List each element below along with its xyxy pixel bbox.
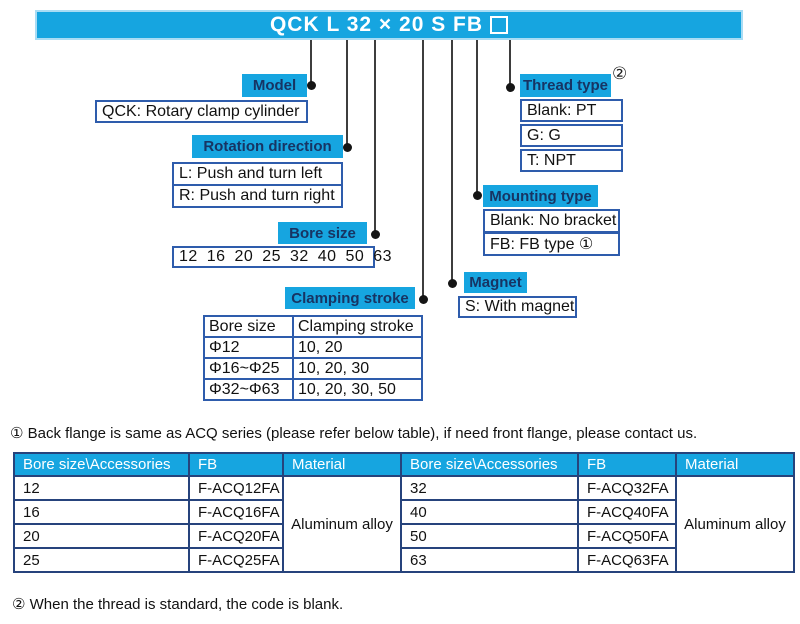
accessories-row: 12 F-ACQ12FA Aluminum alloy 32 F-ACQ32FA…	[13, 475, 795, 573]
clamping-row: Φ32~Φ63 10, 20, 30, 50	[203, 378, 423, 401]
accessories-row: 20 F-ACQ20FA 50 F-ACQ50FA	[13, 523, 794, 549]
connector-line-clamping	[422, 40, 424, 299]
rotation-direction-label-text: Rotation direction	[203, 138, 332, 155]
clamping-stroke-cell: 10, 20, 30	[292, 357, 423, 380]
bore-cell: 12	[13, 475, 190, 501]
connector-dot-mounting	[473, 191, 482, 200]
connector-dot-model	[307, 81, 316, 90]
rotation-option-left: L: Push and turn left	[172, 162, 343, 186]
magnet-label: Magnet	[464, 272, 527, 293]
footnote-2: ② When the thread is standard, the code …	[12, 596, 344, 613]
bore-size-values-text: 12 16 20 25 32 40 50 63	[179, 248, 392, 265]
fb-cell: F-ACQ20FA	[188, 523, 284, 549]
thread-option-pt: Blank: PT	[520, 99, 623, 122]
model-value-text: QCK: Rotary clamp cylinder	[102, 102, 300, 120]
mounting-type-label: Mounting type	[483, 185, 598, 207]
fb-cell: F-ACQ32FA	[577, 475, 677, 501]
fb-cell: F-ACQ63FA	[577, 547, 677, 573]
clamping-header-row: Bore size Clamping stroke	[203, 315, 423, 338]
accessories-header: Bore size\Accessories	[13, 452, 190, 477]
rotation-option-right-text: R: Push and turn right	[179, 187, 335, 204]
clamping-stroke-table: Bore size Clamping stroke Φ12 10, 20 Φ16…	[203, 315, 423, 401]
mounting-option-blank-text: Blank: No bracket	[490, 212, 617, 229]
thread-type-label-text: Thread type	[522, 77, 609, 94]
bore-size-label-text: Bore size	[289, 224, 356, 242]
clamping-bore-cell: Φ32~Φ63	[203, 378, 294, 401]
bore-size-label: Bore size	[278, 222, 367, 244]
clamping-row: Φ16~Φ25 10, 20, 30	[203, 357, 423, 380]
connector-dot-bore	[371, 230, 380, 239]
fb-cell: F-ACQ25FA	[188, 547, 284, 573]
clamping-bore-cell: Φ12	[203, 336, 294, 359]
accessories-row: 16 F-ACQ16FA 40 F-ACQ40FA	[13, 499, 794, 525]
rotation-option-right: R: Push and turn right	[172, 184, 343, 208]
bore-cell: 16	[13, 499, 190, 525]
fb-cell: F-ACQ16FA	[188, 499, 284, 525]
connector-dot-thread	[506, 83, 515, 92]
connector-dot-clamping	[419, 295, 428, 304]
blank-code-placeholder-box	[490, 16, 509, 34]
connector-line-model	[310, 40, 312, 85]
thread-option-g: G: G	[520, 124, 623, 147]
accessories-row: 25 F-ACQ25FA 63 F-ACQ63FA	[13, 547, 794, 573]
ordering-code-bar: QCK L 32 × 20 S FB	[35, 10, 743, 40]
connector-line-magnet	[451, 40, 453, 283]
magnet-value-box: S: With magnet	[458, 296, 577, 318]
model-value-box: QCK: Rotary clamp cylinder	[95, 100, 308, 123]
connector-line-rotation	[346, 40, 348, 147]
bore-cell: 32	[400, 475, 579, 501]
bore-cell: 25	[13, 547, 190, 573]
clamping-stroke-cell: 10, 20, 30, 50	[292, 378, 423, 401]
bore-cell: 50	[400, 523, 579, 549]
accessories-table: Bore size\Accessories FB Material Bore s…	[13, 452, 795, 573]
connector-dot-rotation	[343, 143, 352, 152]
bore-size-values-box: 12 16 20 25 32 40 50 63	[172, 246, 392, 268]
thread-type-label: Thread type	[520, 74, 611, 97]
clamping-header-stroke: Clamping stroke	[292, 315, 423, 338]
fb-cell: F-ACQ50FA	[577, 523, 677, 549]
connector-line-thread	[509, 40, 511, 87]
rotation-option-left-text: L: Push and turn left	[179, 165, 323, 182]
fb-cell: F-ACQ40FA	[577, 499, 677, 525]
rotation-direction-label: Rotation direction	[192, 135, 343, 158]
fb-cell: F-ACQ12FA	[188, 475, 284, 501]
material-cell: Aluminum alloy	[675, 475, 795, 573]
ordering-code-text: QCK L 32 × 20 S FB	[269, 13, 484, 36]
mounting-type-label-text: Mounting type	[489, 187, 592, 205]
magnet-label-text: Magnet	[469, 274, 522, 291]
material-cell: Aluminum alloy	[282, 475, 402, 573]
clamping-row: Φ12 10, 20	[203, 336, 423, 359]
connector-line-bore	[374, 40, 376, 234]
connector-line-mounting	[476, 40, 478, 195]
mounting-option-fb-text: FB: FB type ①	[490, 236, 594, 253]
accessories-header: Bore size\Accessories	[400, 452, 579, 477]
bore-cell: 40	[400, 499, 579, 525]
mounting-option-blank: Blank: No bracket	[483, 209, 620, 233]
bore-cell: 20	[13, 523, 190, 549]
thread-option-pt-text: Blank: PT	[527, 101, 597, 119]
bore-cell: 63	[400, 547, 579, 573]
mounting-option-fb: FB: FB type ①	[483, 232, 620, 256]
accessories-header-row: Bore size\Accessories FB Material Bore s…	[13, 452, 795, 477]
clamping-bore-cell: Φ16~Φ25	[203, 357, 294, 380]
footnote-1: ① Back flange is same as ACQ series (ple…	[10, 425, 698, 442]
accessories-header: Material	[675, 452, 795, 477]
model-label: Model	[242, 74, 307, 97]
thread-option-npt: T: NPT	[520, 149, 623, 172]
accessories-header: FB	[188, 452, 284, 477]
thread-option-g-text: G: G	[527, 126, 561, 144]
clamping-header-bore: Bore size	[203, 315, 294, 338]
clamping-stroke-cell: 10, 20	[292, 336, 423, 359]
clamping-stroke-label-text: Clamping stroke	[291, 289, 409, 307]
thread-note-ref: ②	[612, 64, 628, 83]
model-label-text: Model	[252, 77, 297, 94]
magnet-value-text: S: With magnet	[465, 298, 575, 315]
accessories-header: Material	[282, 452, 402, 477]
thread-option-npt-text: T: NPT	[527, 151, 576, 169]
connector-dot-magnet	[448, 279, 457, 288]
accessories-header: FB	[577, 452, 677, 477]
clamping-stroke-label: Clamping stroke	[285, 287, 415, 309]
